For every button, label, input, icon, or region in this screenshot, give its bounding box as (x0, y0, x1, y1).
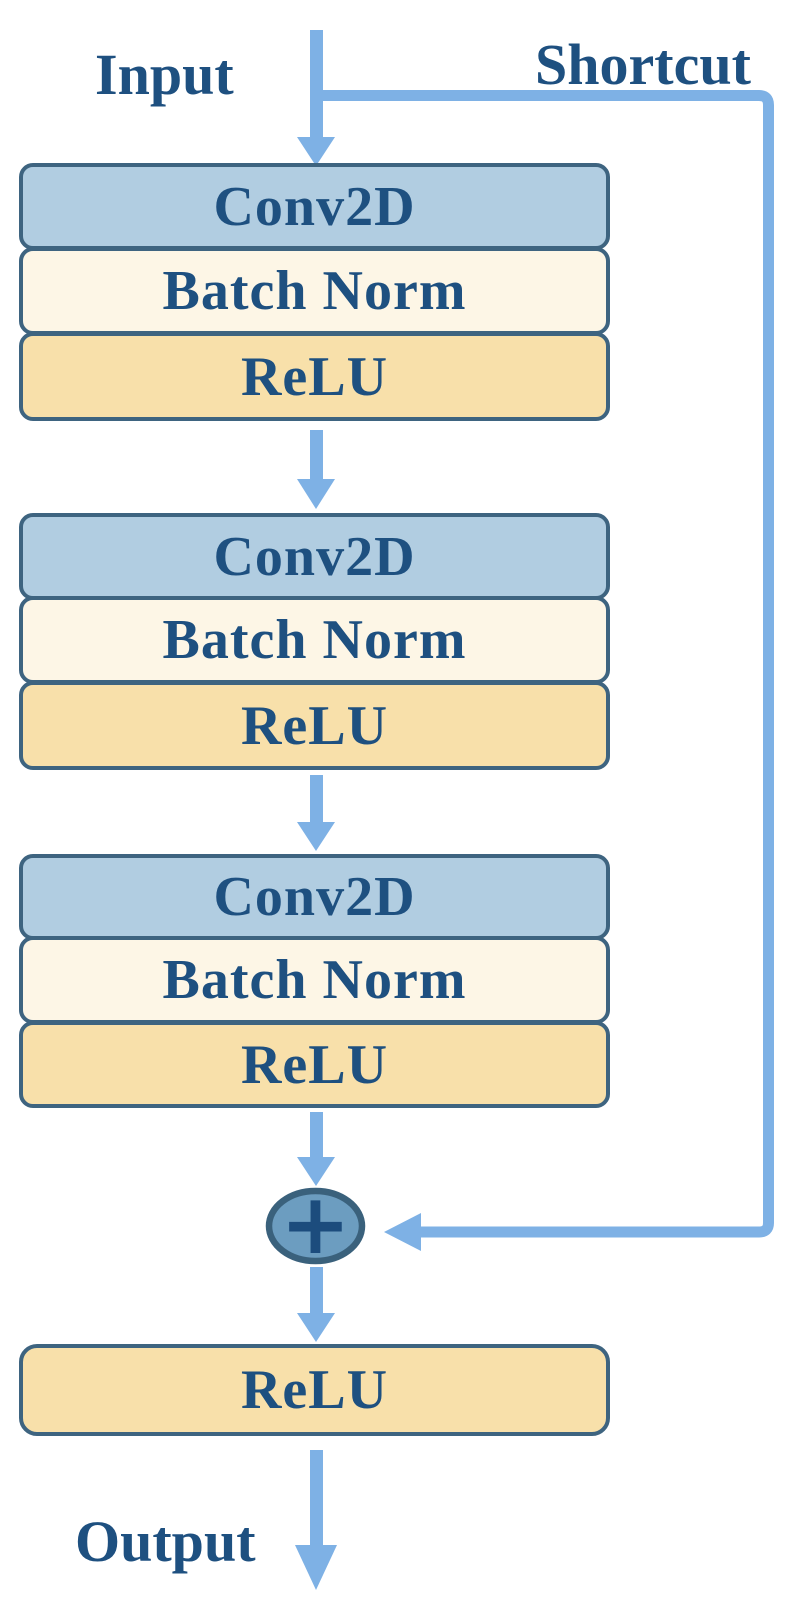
group3-batchnorm-label: Batch Norm (162, 949, 467, 1011)
output-arrow-line (310, 1450, 323, 1546)
group3-conv2d-block: Conv2D (19, 854, 610, 940)
arrowhead-plus-relu-icon (297, 1313, 335, 1342)
group3-relu-block: ReLU (19, 1021, 610, 1108)
add-node-ellipse (265, 1187, 366, 1265)
input-arrowhead-icon (297, 137, 335, 166)
group1-conv2d-label: Conv2D (213, 175, 416, 238)
arrow-line-plus-relu (310, 1267, 323, 1314)
arrowhead-g1-g2-icon (297, 479, 335, 509)
arrow-line-g1-g2 (310, 430, 323, 480)
group2-conv2d-block: Conv2D (19, 513, 610, 600)
arrowhead-g3-plus-icon (297, 1157, 335, 1186)
arrowhead-g2-g3-icon (297, 822, 335, 851)
group1-batchnorm-block: Batch Norm (19, 247, 610, 335)
group2-relu-label: ReLU (240, 694, 389, 757)
group3-conv2d-label: Conv2D (213, 866, 416, 928)
shortcut-arrowhead-icon (384, 1213, 421, 1251)
output-arrowhead-icon (295, 1545, 337, 1590)
group1-batchnorm-label: Batch Norm (162, 260, 467, 322)
group1-conv2d-block: Conv2D (19, 163, 610, 250)
input-arrow-line (310, 30, 323, 138)
group2-batchnorm-block: Batch Norm (19, 596, 610, 684)
add-node-plus-label: + (280, 1175, 351, 1273)
shortcut-label: Shortcut (535, 32, 751, 97)
output-label: Output (75, 1509, 256, 1574)
group2-batchnorm-label: Batch Norm (162, 609, 467, 671)
group1-relu-label: ReLU (240, 345, 389, 408)
input-label: Input (95, 42, 234, 107)
group3-batchnorm-block: Batch Norm (19, 936, 610, 1024)
final-relu-label: ReLU (240, 1359, 389, 1421)
arrow-line-g3-plus (310, 1112, 323, 1158)
arrow-line-g2-g3 (310, 775, 323, 823)
group2-conv2d-label: Conv2D (213, 525, 416, 588)
group3-relu-label: ReLU (240, 1033, 389, 1096)
final-relu-block: ReLU (19, 1344, 610, 1436)
shortcut-line (316, 90, 774, 1238)
group2-relu-block: ReLU (19, 681, 610, 770)
group1-relu-block: ReLU (19, 332, 610, 421)
